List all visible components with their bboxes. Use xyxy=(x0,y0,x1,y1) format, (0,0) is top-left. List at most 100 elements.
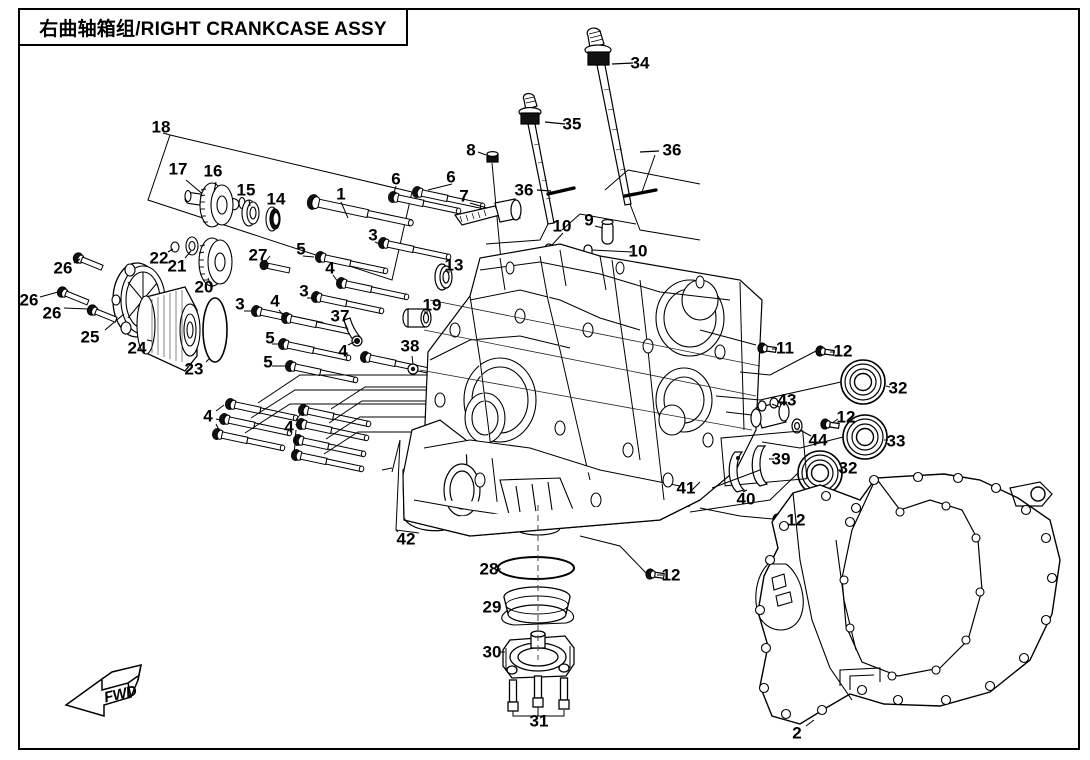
callout-38: 38 xyxy=(400,336,420,356)
part-12-bolt-a xyxy=(815,345,835,357)
callout-5: 5 xyxy=(265,328,275,348)
callout-40: 40 xyxy=(736,489,756,509)
callout-16: 16 xyxy=(203,161,223,181)
bolt-group-4a xyxy=(210,396,300,455)
callout-20: 20 xyxy=(194,277,214,297)
callout-32: 32 xyxy=(838,458,858,478)
callout-12: 12 xyxy=(836,407,856,427)
fwd-marker: FWD xyxy=(58,672,166,730)
callout-44: 44 xyxy=(808,430,828,450)
part-36-oring-b xyxy=(546,186,576,196)
callout-4: 4 xyxy=(203,406,213,426)
callout-14: 14 xyxy=(266,189,286,209)
right-parts-group xyxy=(579,329,891,580)
callout-6: 6 xyxy=(391,169,401,189)
part-15-bearing xyxy=(241,199,260,227)
callout-2: 2 xyxy=(792,723,802,743)
callout-4: 4 xyxy=(270,291,280,311)
callout-15: 15 xyxy=(236,180,256,200)
part-7-nozzle xyxy=(453,198,522,226)
part-31-bolts xyxy=(507,675,570,717)
callout-5: 5 xyxy=(296,239,306,259)
callout-10: 10 xyxy=(628,241,648,261)
part-37-bracket xyxy=(343,317,363,347)
callout-12: 12 xyxy=(661,565,681,585)
title-block: 右曲轴箱组/RIGHT CRANKCASE ASSY xyxy=(18,8,408,46)
callout-7: 7 xyxy=(459,186,469,206)
callout-4: 4 xyxy=(338,341,348,361)
callout-9: 9 xyxy=(584,210,594,230)
part-21-washer xyxy=(185,236,199,256)
callout-17: 17 xyxy=(168,159,188,179)
callout-5: 5 xyxy=(263,352,273,372)
callout-42: 42 xyxy=(396,529,416,549)
callout-41: 41 xyxy=(676,478,696,498)
oil-filter-group xyxy=(39,132,413,372)
part-26-bolts xyxy=(39,250,118,323)
part-36-oring-a xyxy=(623,188,658,198)
callout-10: 10 xyxy=(552,216,572,236)
callout-4: 4 xyxy=(284,417,294,437)
part-34-dipstick xyxy=(584,27,632,206)
part-13-seal xyxy=(434,263,453,291)
callout-28: 28 xyxy=(479,559,499,579)
part-12-bolt-b xyxy=(820,418,840,430)
callout-31: 31 xyxy=(529,711,549,731)
callout-27: 27 xyxy=(248,245,268,265)
callout-13: 13 xyxy=(444,255,464,275)
callout-36: 36 xyxy=(662,140,682,160)
fwd-arrow-icon xyxy=(64,663,142,717)
part-44-washer xyxy=(791,418,803,434)
part-24-oil-filter xyxy=(136,286,201,372)
callout-4: 4 xyxy=(325,258,335,278)
callout-26: 26 xyxy=(53,258,73,278)
bearing-shells-39-40 xyxy=(720,430,808,493)
callout-34: 34 xyxy=(630,53,650,73)
part-22-washer xyxy=(170,241,180,253)
part-12-bolt-d xyxy=(645,568,665,580)
callout-30: 30 xyxy=(482,642,502,662)
bolt-rows-group xyxy=(210,183,487,476)
callout-11: 11 xyxy=(776,338,794,358)
part-28-oring xyxy=(497,556,575,580)
oil-pump-stack xyxy=(497,505,575,717)
callout-33: 33 xyxy=(886,431,906,451)
fwd-label: FWD xyxy=(102,682,139,707)
callout-24: 24 xyxy=(127,338,147,358)
callout-43: 43 xyxy=(777,390,797,410)
callout-37: 37 xyxy=(330,306,350,326)
callout-3: 3 xyxy=(235,294,245,314)
callout-26: 26 xyxy=(42,303,62,323)
callout-18: 18 xyxy=(151,117,171,137)
part-11-bolt xyxy=(757,342,777,354)
crankcase-body xyxy=(402,243,763,537)
part-38-bolt xyxy=(407,363,419,375)
part-9-dowel xyxy=(601,219,614,245)
callout-22: 22 xyxy=(149,248,169,268)
callout-35: 35 xyxy=(562,114,582,134)
bolt-group-4b xyxy=(289,402,373,476)
callout-12: 12 xyxy=(833,341,853,361)
callout-26: 26 xyxy=(19,290,39,310)
part-29-strainer xyxy=(501,586,575,626)
callout-8: 8 xyxy=(466,140,476,160)
part-20-gear xyxy=(198,237,233,287)
callout-6: 6 xyxy=(446,167,456,187)
callout-23: 23 xyxy=(184,359,204,379)
part-14-seal xyxy=(265,206,281,232)
part-16-gear xyxy=(199,182,234,228)
dipstick-group xyxy=(485,27,701,245)
callout-12: 12 xyxy=(786,510,806,530)
callout-21: 21 xyxy=(167,256,187,276)
part-23-oring xyxy=(202,297,228,363)
callout-29: 29 xyxy=(482,597,502,617)
callout-3: 3 xyxy=(368,225,378,245)
callout-1: 1 xyxy=(336,184,346,204)
callout-32: 32 xyxy=(888,378,908,398)
part-2-gasket xyxy=(754,471,1061,727)
callout-36: 36 xyxy=(514,180,534,200)
page-title: 右曲轴箱组/RIGHT CRANKCASE ASSY xyxy=(39,18,387,40)
part-42-leader xyxy=(391,439,420,534)
part-19-collar xyxy=(402,308,432,328)
